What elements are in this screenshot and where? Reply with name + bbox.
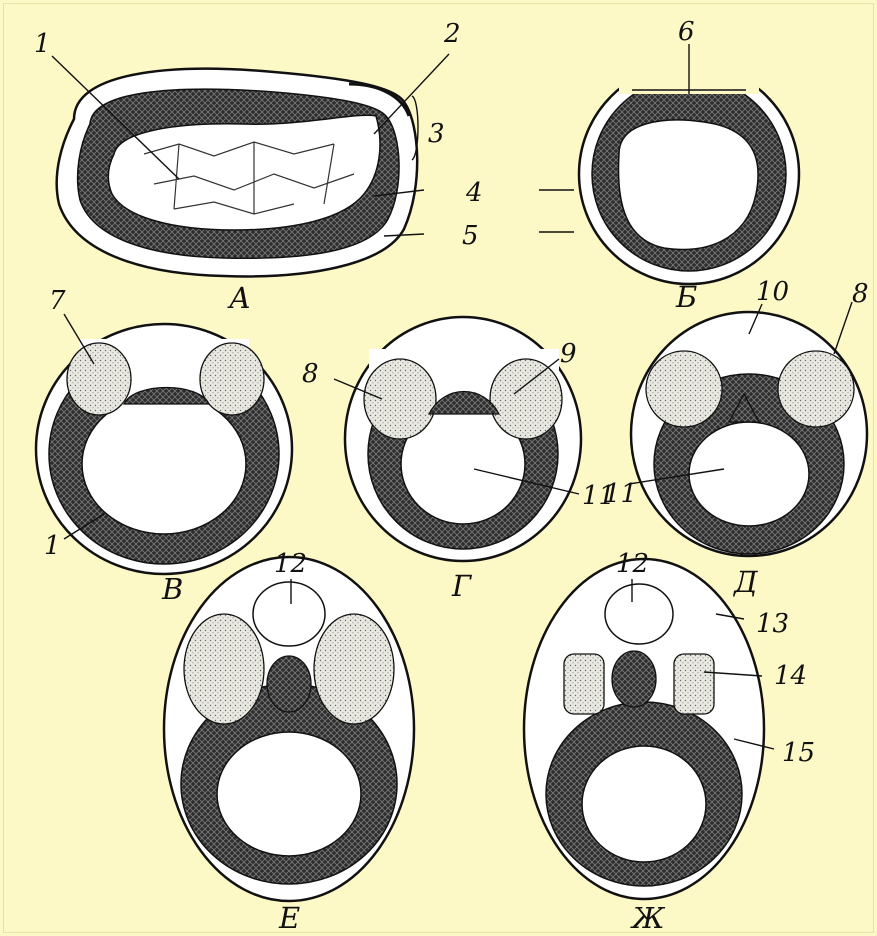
caption-v: В bbox=[161, 572, 183, 606]
label-12-e: 12 bbox=[274, 549, 307, 579]
label-13: 13 bbox=[756, 609, 789, 639]
label-11-d: 11 bbox=[604, 479, 637, 509]
label-7: 7 bbox=[49, 286, 66, 316]
label-2: 2 bbox=[443, 19, 461, 49]
panel-zh-drawing bbox=[524, 559, 764, 899]
panel-b-drawing bbox=[579, 62, 799, 284]
panel-e-drawing bbox=[164, 557, 414, 901]
caption-zh: Ж bbox=[630, 901, 666, 935]
panel-d-drawing bbox=[631, 312, 867, 556]
label-14: 14 bbox=[774, 661, 807, 691]
label-9: 9 bbox=[560, 339, 577, 369]
panel-v-drawing bbox=[36, 324, 292, 574]
caption-e: Е bbox=[278, 901, 300, 935]
caption-d: Д bbox=[732, 565, 759, 599]
label-8-g: 8 bbox=[302, 359, 319, 389]
label-4: 4 bbox=[465, 178, 483, 208]
label-12-zh: 12 bbox=[616, 549, 649, 579]
embryo-development-figure: 1 2 3 4 5 6 7 8 8 9 10 11 11 1 12 12 13 … bbox=[3, 3, 874, 933]
label-1-v: 1 bbox=[44, 531, 61, 561]
label-15: 15 bbox=[782, 738, 815, 768]
label-5: 5 bbox=[462, 221, 479, 251]
caption-g: Г bbox=[451, 569, 473, 603]
label-10: 10 bbox=[756, 277, 789, 307]
label-6: 6 bbox=[678, 17, 695, 47]
panel-g-drawing bbox=[345, 317, 581, 561]
diagram-canvas: 1 2 3 4 5 6 7 8 8 9 10 11 11 1 12 12 13 … bbox=[4, 4, 877, 936]
caption-a: А bbox=[227, 281, 251, 315]
panel-a-drawing bbox=[57, 69, 418, 277]
caption-b: Б bbox=[675, 280, 697, 314]
label-1: 1 bbox=[34, 29, 51, 59]
label-8-d: 8 bbox=[852, 279, 869, 309]
label-3: 3 bbox=[428, 119, 445, 149]
